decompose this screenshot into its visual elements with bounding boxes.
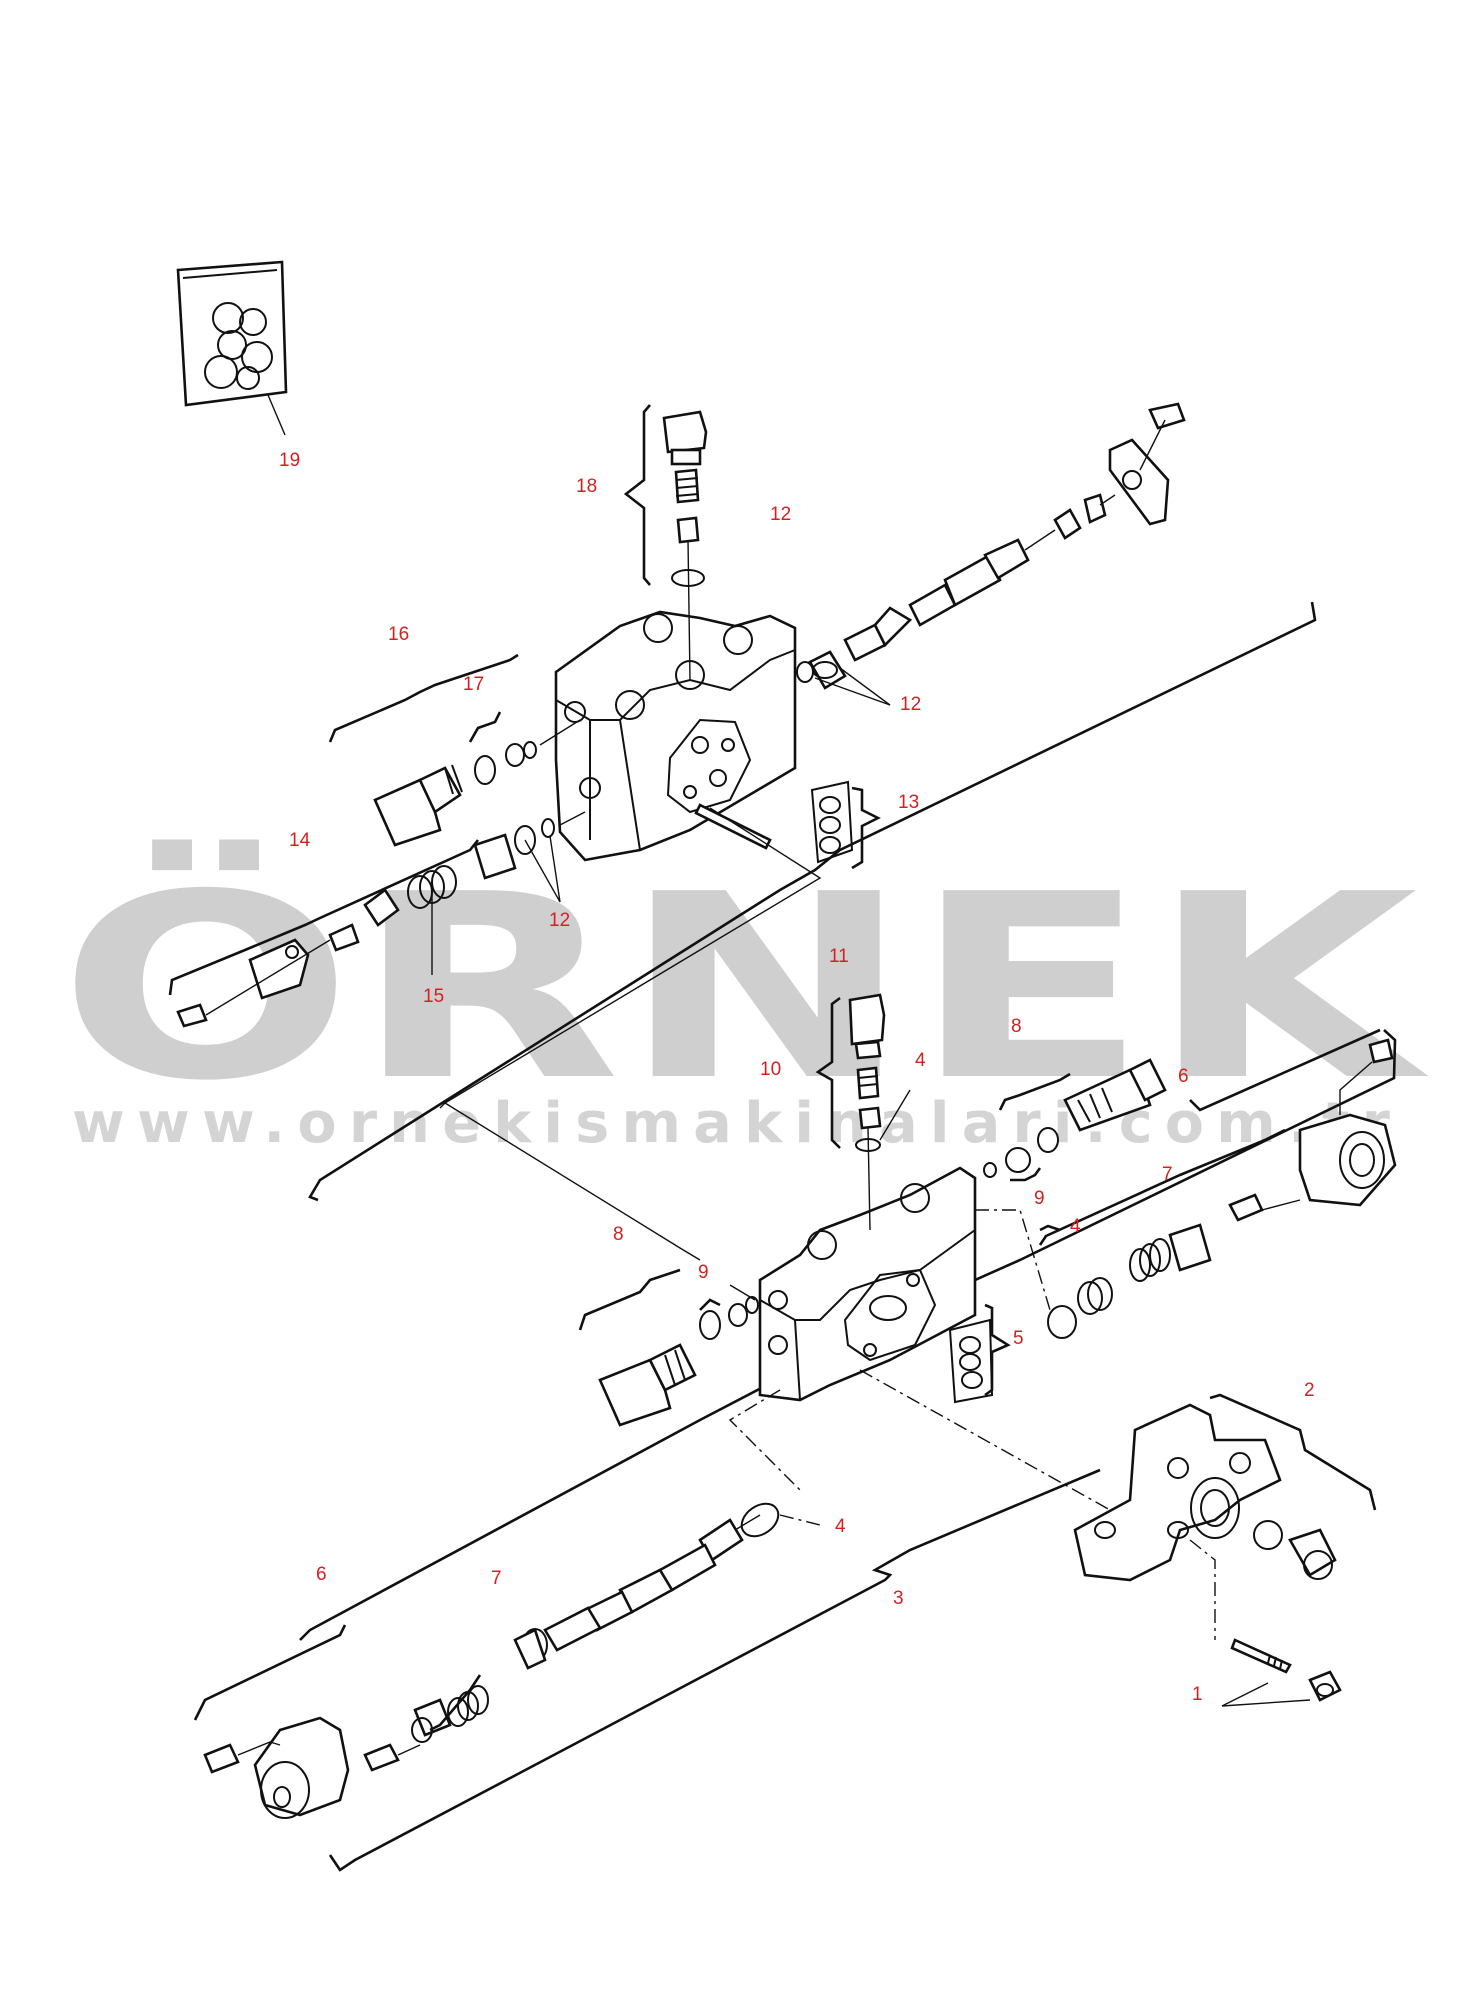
callout-2: 2: [1304, 1380, 1315, 1401]
o-ring-4-icon: [740, 1502, 780, 1538]
upper-section-bracket: [308, 601, 1317, 1202]
watermark-url: www.ornekismakinalari.com.tr: [72, 1091, 1402, 1156]
upper-right-plug-icon: [983, 1058, 1167, 1178]
middle-left-plug-icon: [598, 1296, 759, 1427]
callout-15: 15: [423, 986, 444, 1007]
middle-valve-body-icon: [758, 1166, 977, 1402]
brace-14: [168, 839, 480, 996]
brace-10: [815, 996, 841, 1149]
brace-7-upper: [1038, 1128, 1286, 1246]
callout-8-middle: 8: [613, 1224, 624, 1245]
brace-9-upper: [1010, 1167, 1042, 1182]
callout-17: 17: [463, 674, 484, 695]
callout-3: 3: [893, 1588, 904, 1609]
upper-valve-body-icon: [554, 610, 797, 862]
centerline-11: [439, 807, 822, 1109]
callout-16: 16: [388, 624, 409, 645]
callout-7-lower: 7: [491, 1568, 502, 1589]
callout-13: 13: [898, 792, 919, 813]
callout-14: 14: [289, 830, 311, 851]
brace-6-lower: [193, 1624, 347, 1721]
brace-6-upper: [1189, 1028, 1381, 1112]
callout-12-right: 12: [900, 694, 921, 715]
gasket-5-icon: [948, 1318, 994, 1404]
brace-3: [328, 1468, 1101, 1872]
bracket-icon: [1073, 1403, 1282, 1582]
callout-9-middle: 9: [698, 1262, 709, 1283]
dashed-link: [444, 1102, 701, 1261]
spool-icon: [513, 1518, 744, 1670]
upper-spool-icon: [808, 402, 1186, 690]
left-plug-icon: [373, 741, 537, 847]
callout-18: 18: [576, 476, 597, 497]
brace-2: [1209, 1393, 1377, 1511]
callout-5: 5: [1013, 1328, 1024, 1349]
callout-9-upper: 9: [1034, 1188, 1045, 1209]
callout-11: 11: [829, 946, 849, 967]
brace-18: [623, 404, 651, 586]
gasket-icon: [810, 780, 854, 864]
relief-valve-icon: [176, 803, 772, 1028]
spring-lower-icon: [363, 1685, 489, 1772]
seal-kit-icon: [176, 260, 288, 436]
brace-17: [468, 711, 502, 743]
plug-icon: [662, 410, 708, 587]
callout-4-upper: 4: [915, 1050, 926, 1071]
plug-2-icon: [1253, 1520, 1337, 1580]
end-cap-lower-icon: [203, 1716, 350, 1819]
callout-1: 1: [1192, 1684, 1203, 1705]
brace-9-middle: [699, 1298, 721, 1311]
brace-7-lower: [429, 1674, 482, 1732]
end-cap-icon: [1298, 1038, 1397, 1207]
callout-6-lower: 6: [316, 1564, 327, 1585]
brace-4-right: [1039, 1224, 1061, 1232]
callout-10: 10: [760, 1059, 781, 1080]
cap-icon: [848, 993, 886, 1152]
callout-19: 19: [279, 450, 300, 471]
bolt-icon: [1230, 1638, 1342, 1702]
o-ring-icon: [796, 661, 814, 683]
callout-12-left: 12: [549, 910, 570, 931]
brace-16: [328, 653, 519, 743]
callout-8-upper: 8: [1011, 1016, 1022, 1037]
callout-4-lower: 4: [835, 1516, 846, 1537]
plug-axis-line: [687, 539, 691, 681]
brace-13: [851, 786, 881, 870]
callout-6-upper: 6: [1178, 1066, 1189, 1087]
watermark: ÖRNEK www.ornekismakinalari.com.tr: [58, 839, 1429, 1156]
brace-5: [984, 1303, 1011, 1397]
callout-labels: 19 18 12 16 17 12 13 14 12 15 11 8 10 4 …: [279, 450, 1315, 1705]
brace-8-upper: [998, 1072, 1071, 1111]
callout-7-upper: 7: [1162, 1164, 1173, 1185]
callout-12-upper: 12: [770, 504, 791, 525]
callout-4-right: 4: [1070, 1216, 1081, 1237]
brace-8-middle: [578, 1268, 681, 1331]
